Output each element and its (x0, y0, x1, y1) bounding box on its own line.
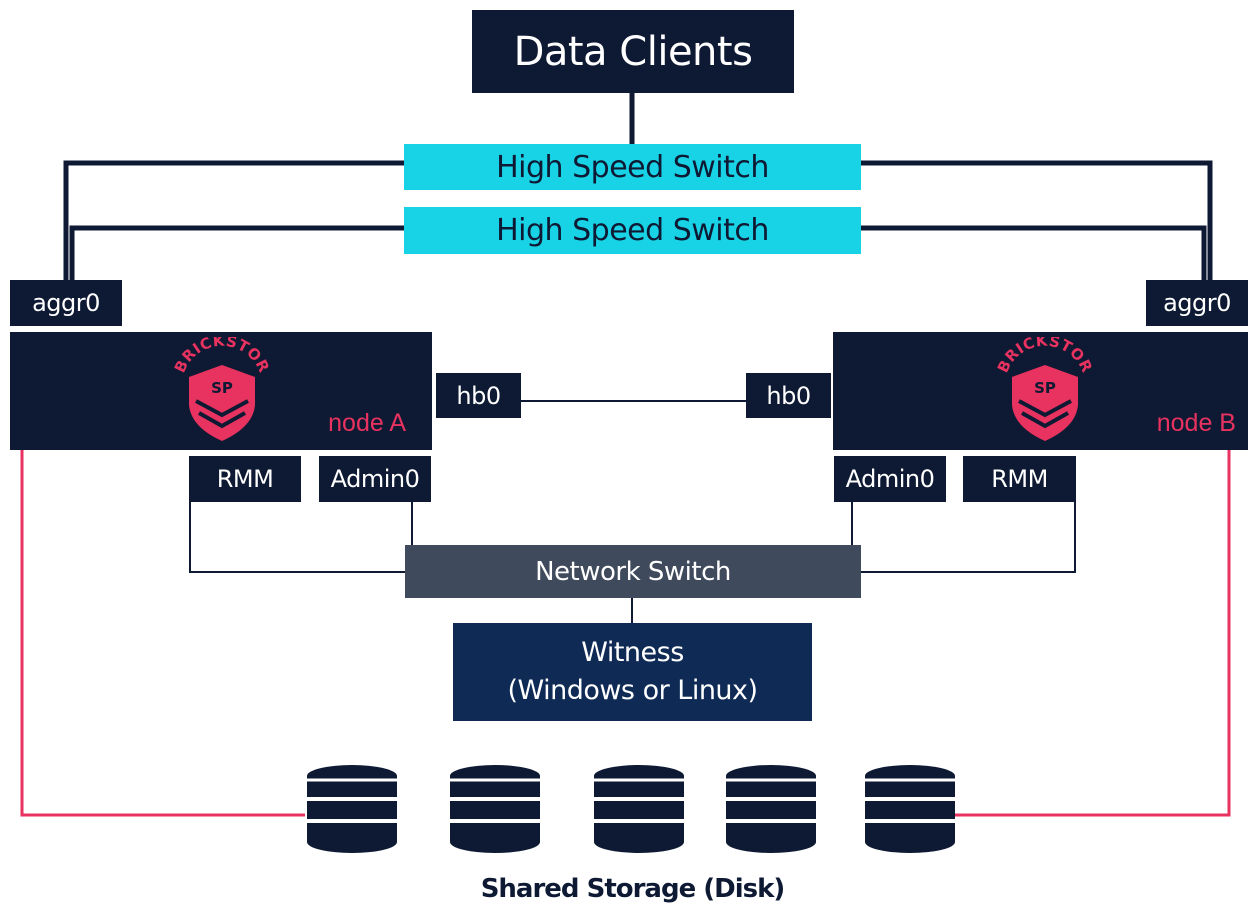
node-a-hb-label: hb0 (456, 381, 501, 410)
aggr-a-uplink-1 (63, 160, 405, 285)
high-speed-switch-2-label: High Speed Switch (496, 213, 769, 248)
node-a-admin-label: Admin0 (330, 465, 420, 493)
node-b-label: node B (1156, 409, 1236, 437)
shield-icon (1012, 365, 1078, 441)
rmm-a-line (189, 500, 405, 573)
aggr-b-uplink-2 (860, 225, 1207, 285)
rmm-b-line (860, 500, 1076, 573)
node-b-hb-label: hb0 (766, 381, 811, 410)
shared-storage-caption-text: Shared Storage (Disk) (480, 874, 786, 904)
node-a-aggr-port: aggr0 (10, 280, 122, 326)
node-b-aggr-port: aggr0 (1146, 280, 1248, 326)
shield-icon (189, 365, 255, 441)
high-speed-switch-1: High Speed Switch (404, 144, 861, 190)
node-b-admin-label: Admin0 (845, 465, 935, 493)
node-a-box: BRICKSTOR SP node A (10, 332, 432, 450)
high-speed-switch-1-label: High Speed Switch (496, 149, 769, 185)
node-b-aggr-label: aggr0 (1163, 289, 1231, 317)
witness-subtitle: (Windows or Linux) (507, 675, 758, 706)
node-a-rmm-label: RMM (216, 465, 274, 493)
witness-title: Witness (581, 637, 684, 668)
node-b-storage-line (955, 450, 1231, 817)
node-a-rmm-port: RMM (189, 456, 301, 502)
brickstor-logo-a: BRICKSTOR SP (171, 337, 273, 441)
data-clients-box: Data Clients (472, 10, 794, 93)
node-b-rmm-port: RMM (963, 456, 1076, 502)
logo-badge-text: SP (211, 379, 233, 397)
node-b-rmm-label: RMM (991, 465, 1048, 493)
node-a-admin-port: Admin0 (319, 456, 431, 502)
shared-storage-caption: Shared Storage (Disk) (0, 874, 1250, 904)
node-b-hb-port: hb0 (746, 373, 831, 418)
network-switch-box: Network Switch (405, 545, 861, 598)
network-switch-label: Network Switch (535, 556, 731, 587)
brickstor-logo-b: BRICKSTOR SP (994, 337, 1096, 441)
aggr-a-uplink-2 (69, 225, 405, 285)
logo-badge-text: SP (1034, 379, 1056, 397)
node-a-label: node A (328, 409, 406, 437)
witness-box: Witness (Windows or Linux) (453, 623, 812, 721)
node-b-admin-port: Admin0 (834, 456, 946, 502)
data-clients-label: Data Clients (513, 28, 753, 75)
aggr-b-uplink-1 (860, 160, 1213, 285)
node-b-box: BRICKSTOR SP node B (833, 332, 1248, 450)
high-speed-switch-2: High Speed Switch (404, 207, 861, 254)
node-a-aggr-label: aggr0 (32, 289, 100, 317)
node-a-storage-line (20, 450, 305, 817)
node-a-hb-port: hb0 (436, 373, 521, 418)
